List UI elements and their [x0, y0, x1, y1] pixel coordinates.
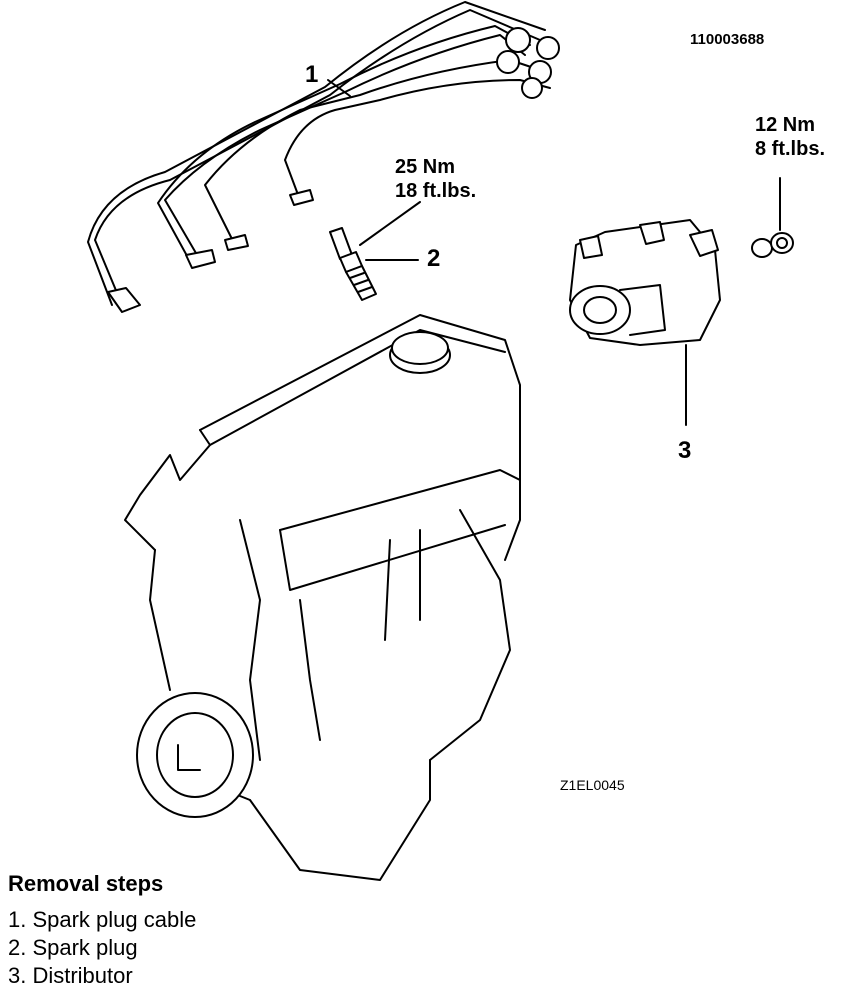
removal-steps-list: 1. Spark plug cable 2. Spark plug 3. Dis… [8, 906, 196, 990]
distributor-nut-torque-imperial: 8 ft.lbs. [755, 138, 826, 160]
spark-plug [329, 201, 421, 301]
spark-plug-cable-set [87, 1, 560, 313]
distributor-nut-torque-metric: 12 Nm [755, 114, 816, 136]
callout-2-label: 2 [427, 245, 441, 272]
callout-3-label: 3 [678, 437, 692, 464]
spark-plug-torque-metric: 25 Nm [395, 156, 456, 178]
distributor-nut-torque: 12 Nm 8 ft.lbs. [755, 113, 825, 161]
callout-1-leader [327, 79, 351, 97]
figure-code: Z1EL0045 [560, 777, 625, 793]
distributor [569, 177, 794, 426]
document-id-code: 110003688 [690, 31, 765, 48]
removal-step: 1. Spark plug cable [8, 907, 197, 932]
callout-1-label: 1 [305, 61, 319, 88]
removal-step: 2. Spark plug [8, 935, 138, 960]
removal-step: 3. Distributor [8, 963, 133, 988]
spark-plug-torque-imperial: 18 ft.lbs. [395, 180, 477, 202]
removal-steps-title: Removal steps [8, 871, 164, 896]
engine-block [124, 314, 521, 881]
spark-plug-torque: 25 Nm 18 ft.lbs. [395, 155, 476, 203]
